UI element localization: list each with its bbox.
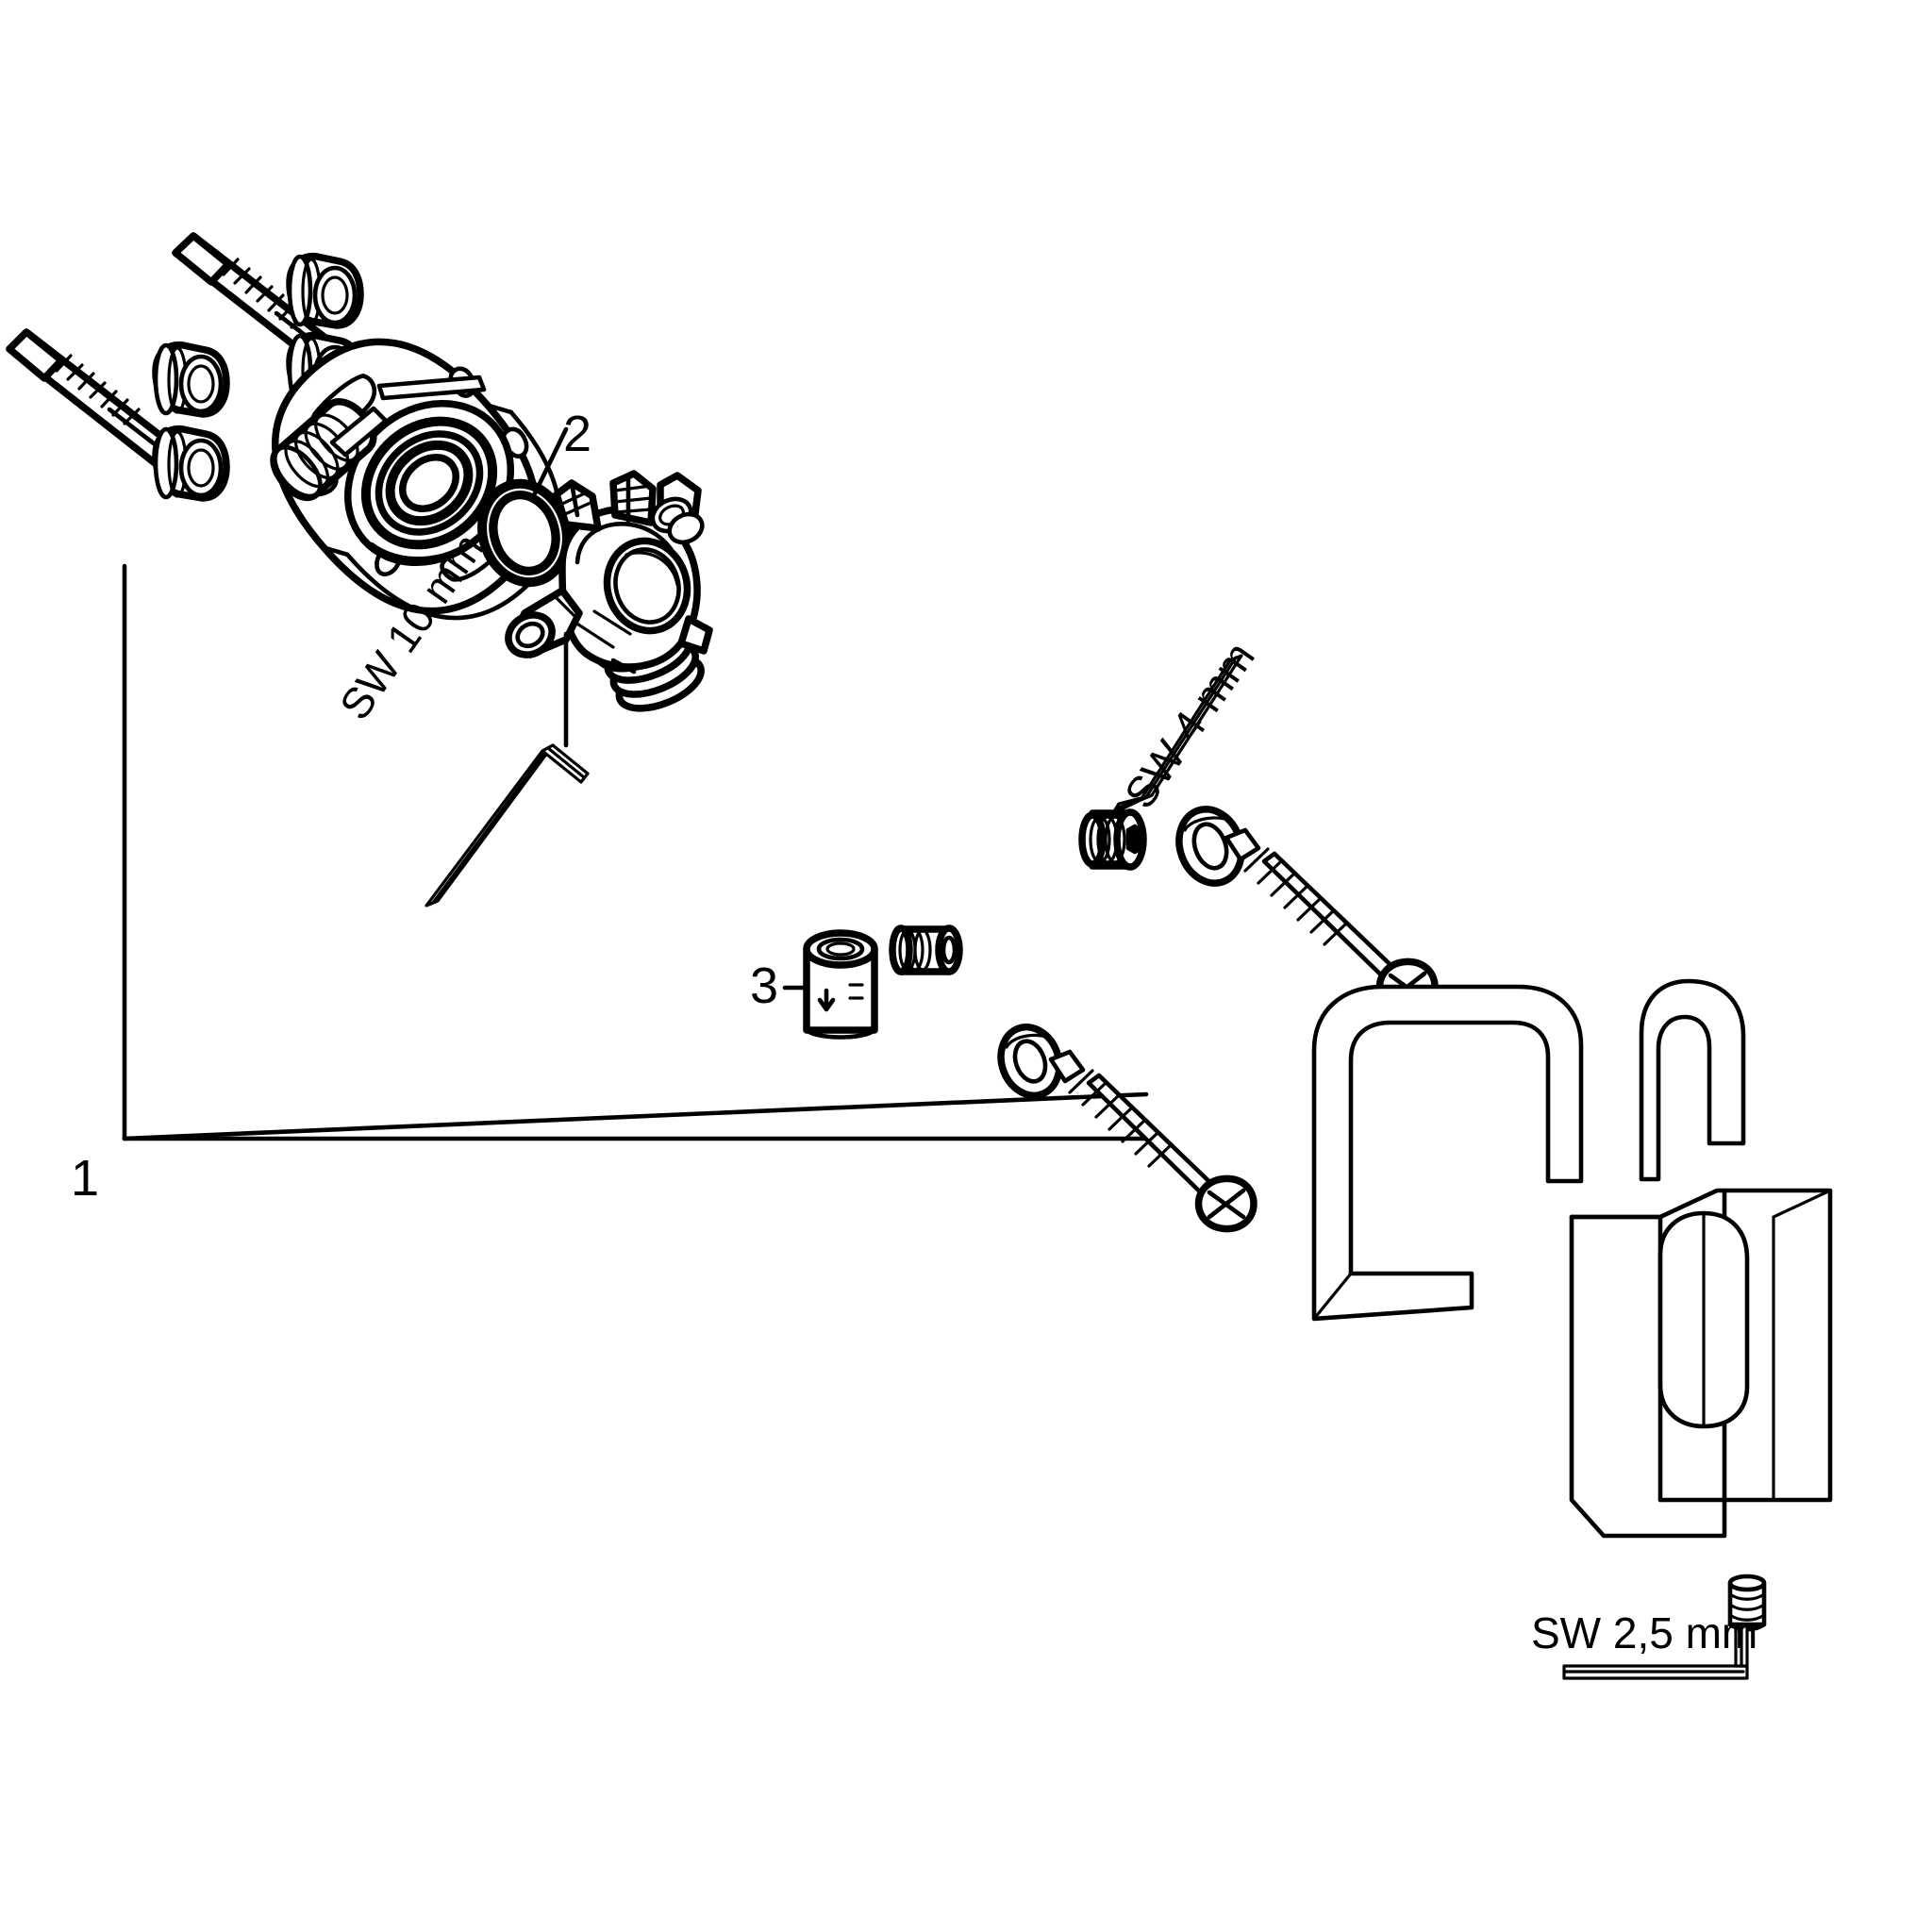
- wood-screw-upper: [1224, 827, 1439, 1016]
- mounting-flange: [270, 338, 562, 621]
- o-ring: [477, 426, 572, 588]
- washer-lower: [997, 1023, 1063, 1100]
- valve-body: [505, 470, 713, 712]
- socket-cap-screw-upper: [1078, 808, 1147, 871]
- callout-number-2: 2: [563, 406, 592, 462]
- rubber-grommet-4: [152, 425, 230, 502]
- wood-screw-lower: [1048, 1049, 1257, 1233]
- callout-1-leader: [122, 563, 1149, 1141]
- hex-key-sw4: [1111, 654, 1243, 815]
- callout-number-1: 1: [71, 1150, 100, 1207]
- wall-bracket: [1311, 984, 1584, 1322]
- handshower-holder: [1569, 978, 1833, 1539]
- grub-screw-center: [889, 924, 963, 975]
- flow-regulator: [782, 929, 878, 1040]
- hex-key-sw2-5: [1562, 1623, 1749, 1680]
- callout-number-3: 3: [750, 958, 779, 1014]
- hex-key-sw10: [425, 631, 590, 908]
- grub-screw-holder: [1727, 1574, 1767, 1632]
- tool-label-sw-2-5mm: SW 2,5 mm: [1531, 1608, 1758, 1657]
- rubber-grommet-2: [152, 341, 230, 418]
- rubber-grommet-1: [286, 252, 364, 329]
